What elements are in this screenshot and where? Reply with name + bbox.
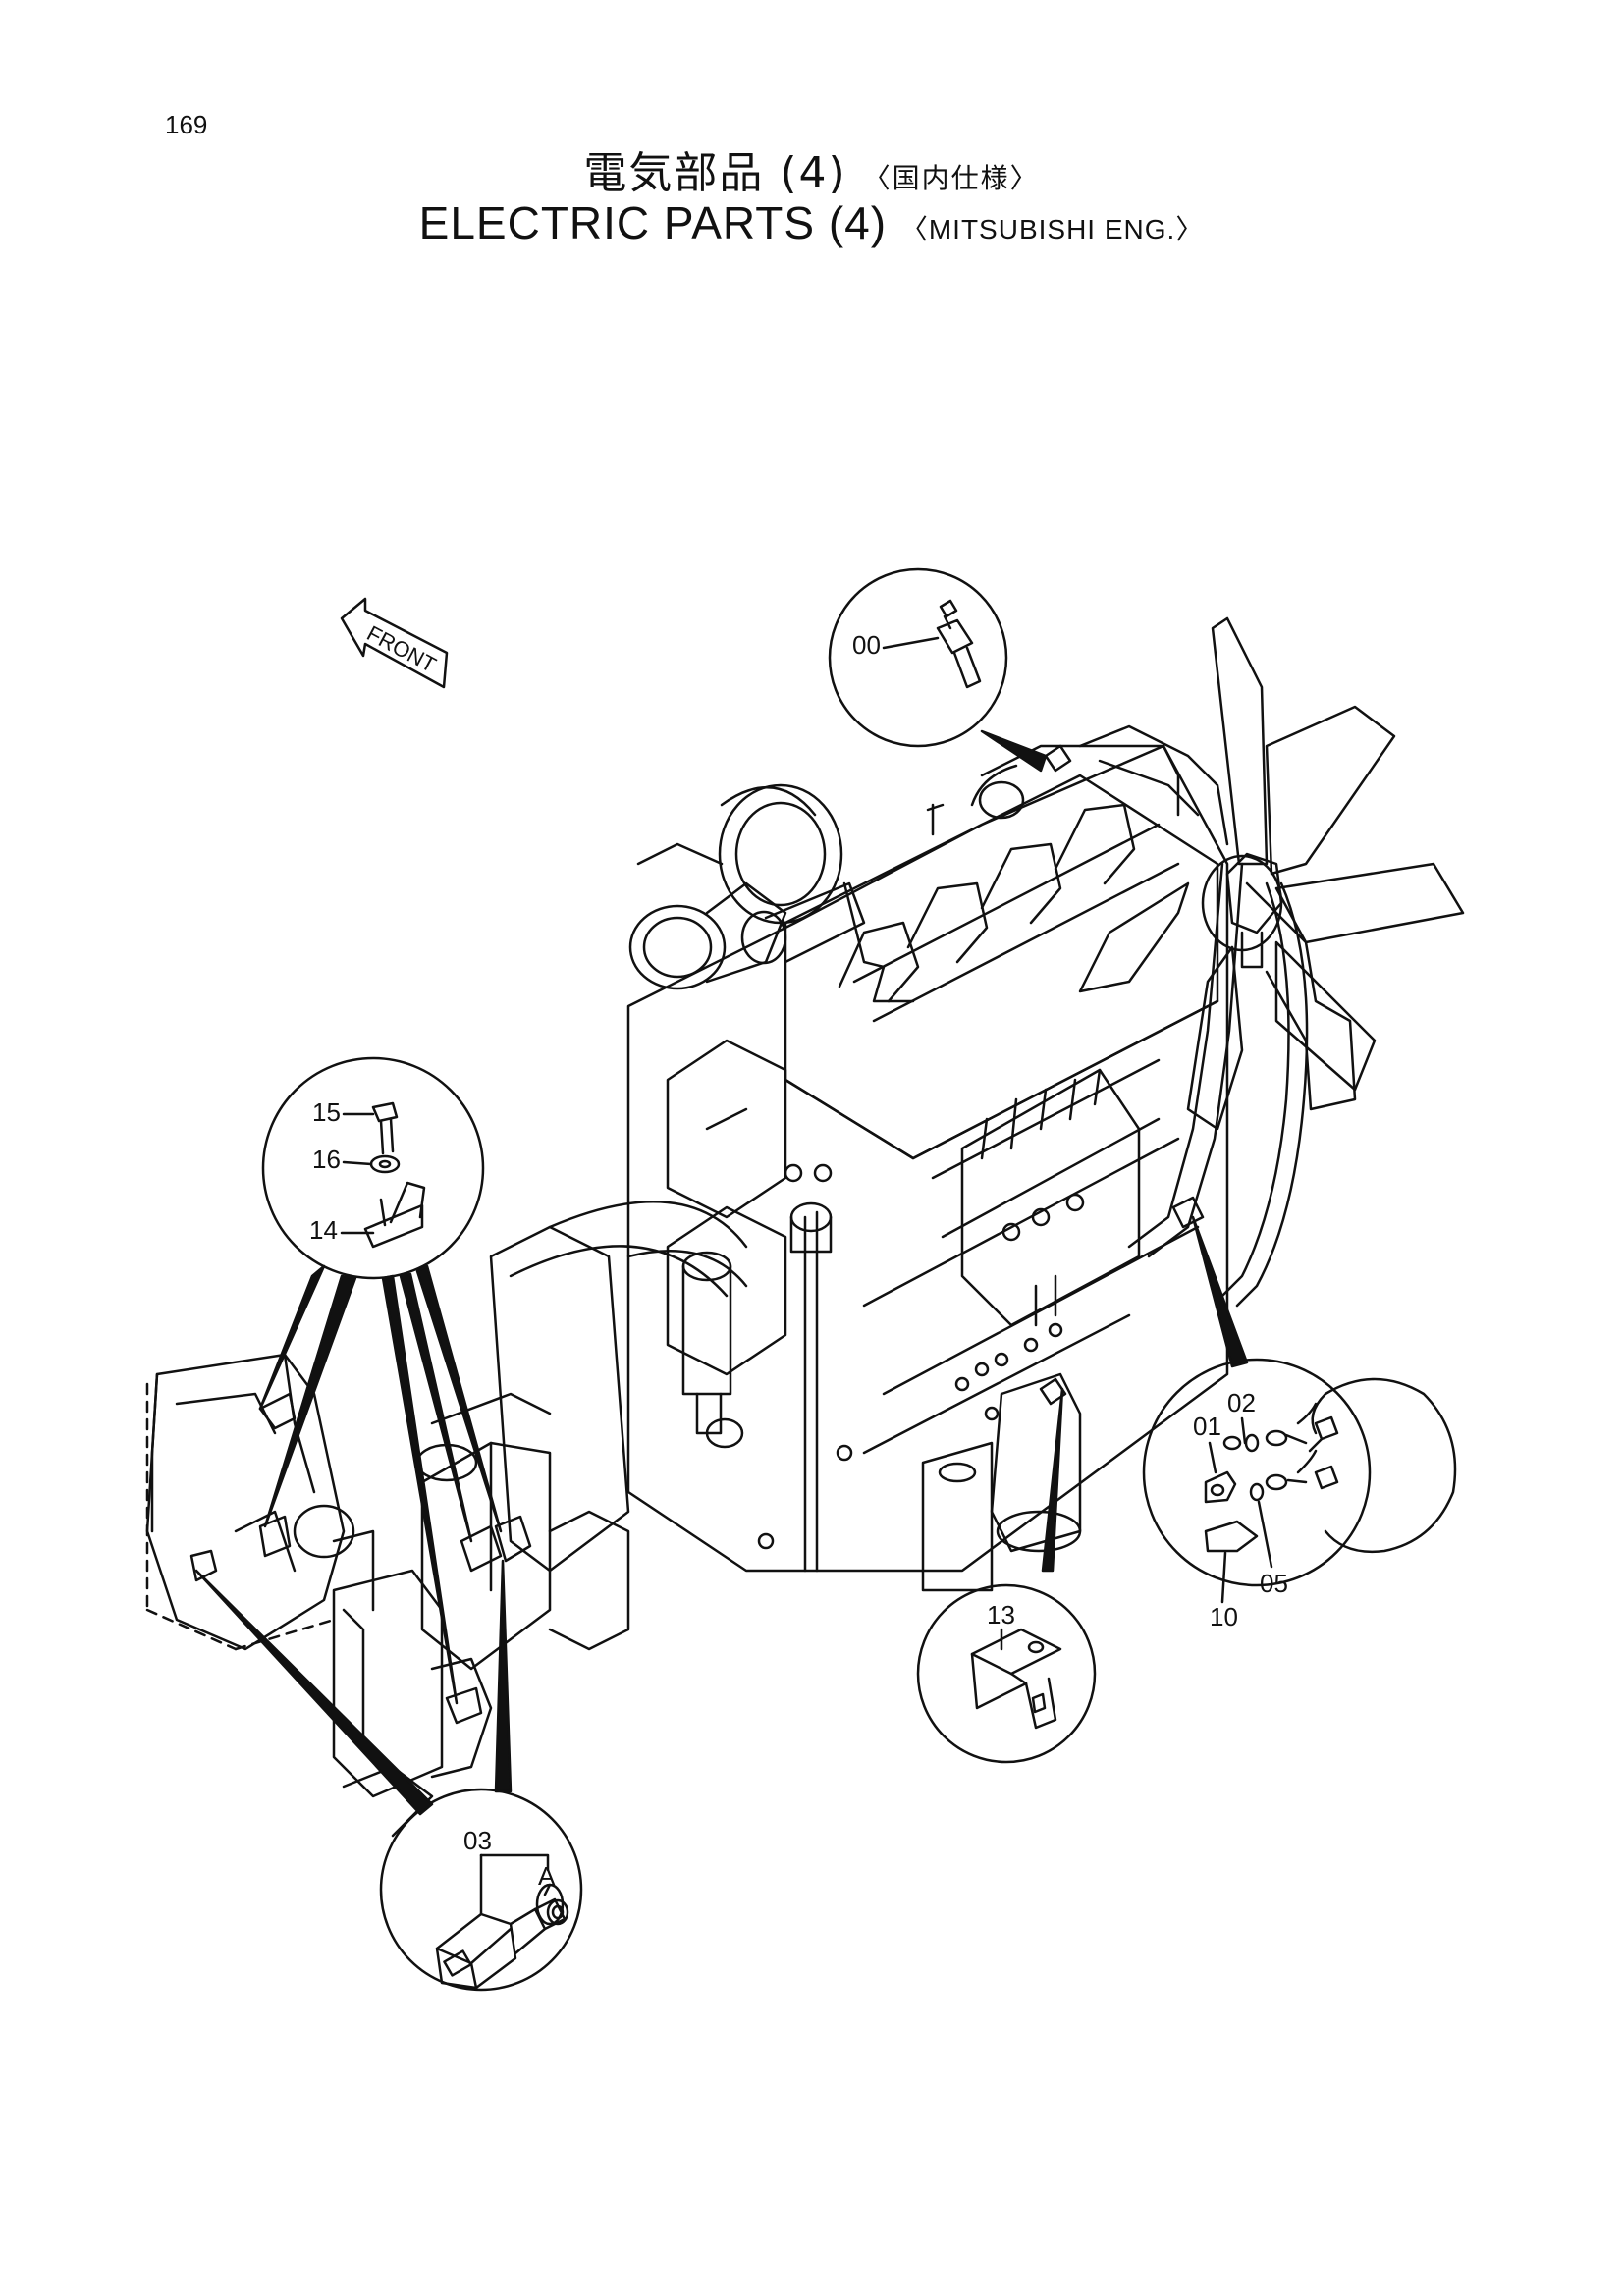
detail-circle-13: 13: [916, 1387, 1097, 1764]
turbocharger: [628, 783, 866, 990]
page-title-english: ELECTRIC PARTS (4) 〈MITSUBISHI ENG.〉: [0, 196, 1623, 249]
detail-label-a: A: [538, 1861, 556, 1891]
callout-10: 10: [1210, 1602, 1238, 1631]
callout-02: 02: [1227, 1388, 1256, 1417]
title-jp-main: 電気部品 (4): [583, 148, 847, 198]
callout-13: 13: [987, 1600, 1015, 1629]
callout-15: 15: [312, 1097, 341, 1127]
detail-circle-03: 03 A: [194, 1559, 583, 1992]
callout-16: 16: [312, 1145, 341, 1174]
detail-circle-01-02-05-10: 01 02 05 10: [1142, 1215, 1457, 1631]
callout-05: 05: [1260, 1569, 1288, 1598]
callout-14: 14: [309, 1215, 338, 1245]
callout-01: 01: [1193, 1412, 1221, 1441]
detail-circle-00: 00: [828, 567, 1048, 773]
front-arrow-icon: FRONT: [340, 597, 449, 689]
cooling-fan: [1078, 616, 1465, 1131]
callout-03: 03: [463, 1826, 492, 1855]
title-jp-spec: 〈国内仕様〉: [862, 162, 1040, 194]
callout-00: 00: [852, 630, 881, 660]
engine-block: [145, 724, 1309, 1838]
title-en-spec: 〈MITSUBISHI ENG.〉: [899, 214, 1205, 244]
detail-circle-14-15-16: 15 16 14: [258, 1056, 503, 1705]
page-number: 169: [165, 110, 208, 139]
title-en-main: ELECTRIC PARTS (4): [418, 197, 888, 248]
page-title-japanese: 電気部品 (4) 〈国内仕様〉: [0, 137, 1623, 200]
